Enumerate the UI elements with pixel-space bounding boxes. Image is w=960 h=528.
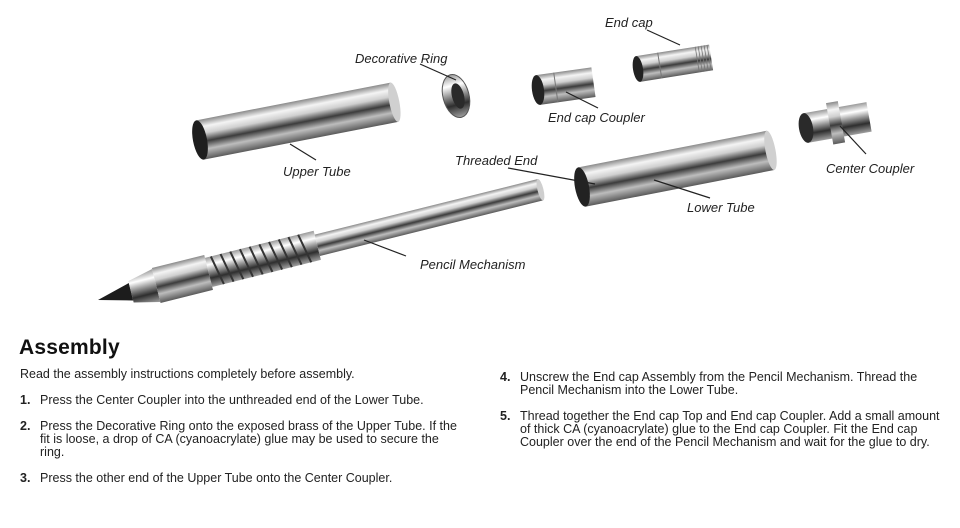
label-upper-tube: Upper Tube [283,164,351,179]
end-cap-coupler-part [531,67,596,105]
label-threaded-end: Threaded End [455,153,538,168]
step-item: 4. Unscrew the End cap Assembly from the… [500,371,950,397]
step-number: 2. [20,419,31,433]
assembly-heading: Assembly [19,336,120,359]
assembly-intro: Read the assembly instructions completel… [20,367,355,381]
exploded-parts-diagram: End cap Decorative Ring End cap Coupler … [98,15,915,303]
label-end-cap-coupler: End cap Coupler [548,110,646,125]
step-text: Thread together the End cap Top and End … [520,409,940,449]
upper-tube-part [192,82,401,160]
leader-lines [289,29,867,257]
label-end-cap: End cap [605,15,653,30]
step-text: Unscrew the End cap Assembly from the Pe… [520,370,918,397]
steps-column-left: 1. Press the Center Coupler into the unt… [20,394,460,498]
step-number: 5. [500,409,511,423]
end-cap-part [632,44,714,82]
label-decorative-ring: Decorative Ring [355,51,448,66]
step-item: 3. Press the other end of the Upper Tube… [20,472,460,485]
label-lower-tube: Lower Tube [687,200,755,215]
step-item: 5. Thread together the End cap Top and E… [500,410,950,449]
decorative-ring-part [441,73,471,119]
step-item: 2. Press the Decorative Ring onto the ex… [20,420,460,459]
step-number: 3. [20,471,31,485]
steps-column-right: 4. Unscrew the End cap Assembly from the… [500,371,950,462]
step-number: 1. [20,393,31,407]
step-item: 1. Press the Center Coupler into the unt… [20,394,460,407]
lower-tube-part [574,130,777,207]
step-text: Press the Decorative Ring onto the expos… [40,419,457,459]
step-text: Press the other end of the Upper Tube on… [40,471,393,485]
center-coupler-part [798,101,872,145]
step-text: Press the Center Coupler into the unthre… [40,393,424,407]
label-center-coupler: Center Coupler [826,161,915,176]
pencil-mechanism-part [98,178,545,303]
label-pencil-mechanism: Pencil Mechanism [420,257,526,272]
step-number: 4. [500,370,511,384]
